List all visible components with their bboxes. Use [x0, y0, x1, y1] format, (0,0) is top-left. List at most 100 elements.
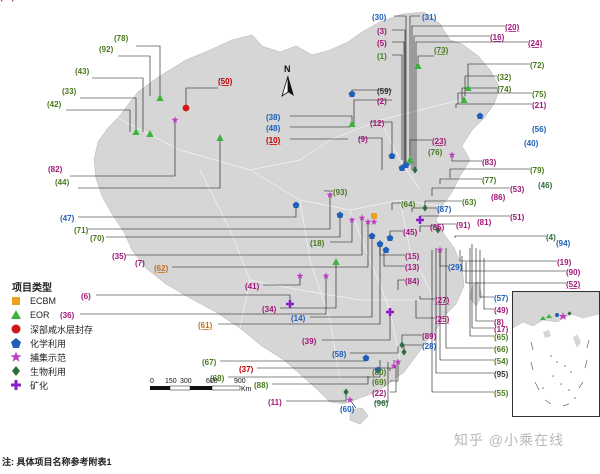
- project-label: (19): [557, 258, 572, 267]
- legend-label: EOR: [30, 310, 50, 320]
- leader-line: [350, 346, 399, 354]
- project-label: (76): [428, 148, 443, 157]
- project-marker-chemical: [362, 354, 370, 361]
- inset-map: [512, 291, 600, 407]
- project-marker-ECBM: [371, 213, 377, 219]
- project-label: (39): [302, 337, 317, 346]
- leader-line: [70, 120, 176, 177]
- project-label: (32): [497, 73, 512, 82]
- project-marker-chemical: [374, 366, 382, 373]
- leader-line: [263, 276, 301, 286]
- project-label: (77): [482, 176, 497, 185]
- north-arrow-icon: [281, 75, 294, 97]
- leader-line: [397, 279, 405, 290]
- project-label: (83): [482, 158, 497, 167]
- leader-line: [394, 15, 407, 165]
- scale-unit: Km: [241, 386, 252, 393]
- leader-line: [454, 235, 546, 238]
- legend-item-0: ECBM: [8, 294, 128, 308]
- project-label: (5): [377, 39, 387, 48]
- project-marker-chemical: [476, 112, 484, 119]
- project-label: (63): [462, 198, 477, 207]
- project-label: (47): [60, 214, 75, 223]
- project-label: (62): [154, 264, 169, 273]
- leader-line: [455, 103, 532, 108]
- project-label: (48): [266, 124, 281, 133]
- project-marker-capture: [364, 218, 372, 225]
- project-label: (44): [55, 178, 70, 187]
- scale-tick-150: 150: [165, 378, 177, 385]
- project-label: (6): [81, 292, 91, 301]
- project-label: (56): [532, 125, 547, 134]
- leader-line: [66, 109, 131, 132]
- project-label: (51): [510, 213, 525, 222]
- project-label: (35): [112, 252, 127, 261]
- project-marker-chemical: [368, 232, 376, 239]
- project-marker-chemical: [398, 164, 406, 171]
- project-label: (4): [546, 233, 556, 242]
- project-label: (25): [435, 315, 450, 324]
- legend-label: 生物利用: [30, 366, 67, 377]
- leader-line: [370, 121, 393, 156]
- project-label: (93): [333, 188, 348, 197]
- project-label: (23): [432, 137, 447, 146]
- leader-line: [78, 205, 297, 218]
- leader-line: [280, 262, 337, 309]
- project-label: (54): [494, 357, 509, 366]
- legend-label: 捕集示范: [30, 352, 67, 363]
- project-label: (81): [477, 218, 492, 227]
- project-label: (42): [47, 100, 62, 109]
- project-label: (91): [456, 221, 471, 230]
- star-icon: [8, 351, 24, 363]
- project-label: (29): [448, 263, 463, 272]
- project-label: (79): [530, 166, 545, 175]
- project-label: (16): [490, 33, 505, 42]
- project-label: (2): [377, 97, 387, 106]
- cross-icon: [8, 379, 24, 391]
- project-marker-bio: [422, 204, 428, 212]
- project-label: (82): [48, 165, 63, 174]
- project-label: (57): [494, 294, 509, 303]
- leader-line: [445, 248, 494, 349]
- project-label: (34): [262, 305, 277, 314]
- project-label: (68): [210, 374, 225, 383]
- leader-line: [419, 225, 438, 232]
- legend-label: ECBM: [30, 296, 57, 306]
- project-label: (72): [530, 61, 545, 70]
- project-marker-EOR: [406, 156, 414, 163]
- leader-line: [465, 262, 566, 284]
- project-marker-capture: [390, 362, 398, 369]
- project-label: (96): [374, 399, 389, 408]
- leader-line: [185, 87, 218, 106]
- legend-title: 项目类型: [12, 283, 52, 294]
- project-marker-chemical: [336, 211, 344, 218]
- scale-bar: 0 150 300 600 900 Km: [150, 378, 252, 393]
- project-marker-capture: [348, 216, 356, 223]
- south-china-sea-inset: [512, 291, 600, 417]
- leader-line: [413, 35, 490, 172]
- leader-line: [106, 215, 341, 238]
- project-label: (31): [422, 13, 437, 22]
- leader-line: [451, 155, 482, 162]
- project-label: (74): [497, 85, 512, 94]
- project-marker-mineral: [386, 308, 395, 317]
- north-label: N: [284, 64, 291, 74]
- project-label: (20): [505, 23, 520, 32]
- project-label: (71): [74, 226, 89, 235]
- project-marker-mineral: [416, 216, 425, 224]
- leader-line: [475, 248, 494, 322]
- project-label: (94): [556, 239, 571, 248]
- leader-line: [228, 360, 381, 378]
- project-marker-EOR: [460, 96, 468, 103]
- diamond-icon: [8, 365, 24, 377]
- project-label: (1): [377, 52, 387, 61]
- triangle-icon: [8, 309, 24, 321]
- project-label: (18): [310, 239, 325, 248]
- project-label: (92): [99, 45, 114, 54]
- leader-line: [392, 54, 403, 160]
- project-label: (7): [135, 259, 145, 268]
- project-marker-bio: [435, 226, 441, 234]
- legend-item-2: 深部咸水层封存: [8, 322, 128, 336]
